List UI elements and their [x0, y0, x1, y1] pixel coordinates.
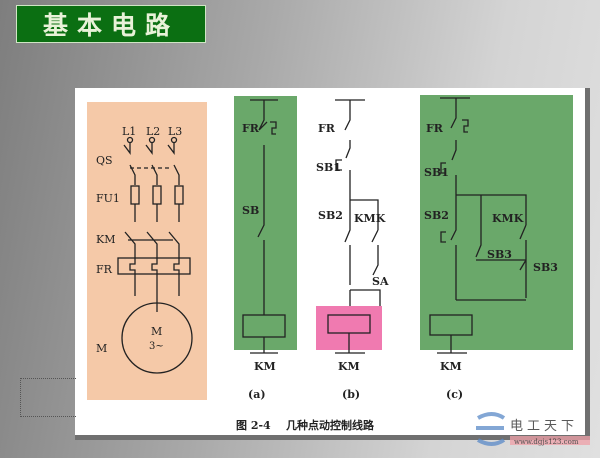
phase-label-l3: L3: [168, 125, 182, 138]
fu1-label: FU1: [96, 192, 120, 205]
figure-caption: 图 2-4 几种点动控制线路: [236, 418, 375, 432]
b-km-label: KM: [338, 360, 360, 373]
c-km-label: KM: [440, 360, 462, 373]
motor-type: 3~: [149, 341, 164, 352]
b-kmk-label: KMK: [354, 212, 386, 225]
qs-label: QS: [96, 154, 113, 167]
watermark-logo: 电工天下 www.dgjs123.com: [476, 412, 590, 446]
b-fr-label: FR: [318, 122, 336, 135]
motor-symbol: M: [151, 325, 162, 338]
slide-title: 基本电路: [42, 11, 179, 40]
c-fr-label: FR: [426, 122, 444, 135]
km-label: KM: [96, 233, 115, 246]
c-caption: (c): [446, 388, 463, 401]
c-sb3-label-right: SB3: [533, 261, 558, 274]
c-sb1-label: SB1: [424, 166, 449, 179]
a-caption: (a): [248, 388, 266, 401]
circuit-a-wiring: [242, 99, 286, 354]
watermark-swirl-icon: [476, 412, 506, 446]
c-sb3-label-left: SB3: [487, 248, 512, 261]
c-kmk-label: KMK: [492, 212, 524, 225]
main-circuit-wiring: [117, 136, 193, 374]
a-sb-label: SB: [242, 204, 259, 217]
a-km-label: KM: [254, 360, 276, 373]
phase-label-l1: L1: [122, 125, 136, 138]
slide-title-box: 基本电路: [16, 5, 206, 43]
c-sb2-label: SB2: [424, 209, 449, 222]
watermark-text: 电工天下: [510, 419, 578, 434]
a-fr-label: FR: [242, 122, 260, 135]
b-caption: (b): [342, 388, 360, 401]
circuit-c-panel: [420, 95, 573, 350]
circuit-c-wiring: [429, 97, 527, 354]
fr-label: FR: [96, 263, 113, 276]
dotted-placeholder: [20, 378, 76, 417]
circuit-a-panel: [234, 96, 297, 350]
b-sa-label: SA: [372, 275, 389, 288]
main-circuit-panel: [87, 102, 207, 400]
watermark-url: www.dgjs123.com: [514, 438, 579, 446]
phase-label-l2: L2: [146, 125, 160, 138]
b-sb1-label: SB1: [316, 161, 341, 174]
b-sb2-label: SB2: [318, 209, 343, 222]
circuit-b-wiring: [327, 99, 381, 354]
motor-label: M: [96, 342, 107, 355]
